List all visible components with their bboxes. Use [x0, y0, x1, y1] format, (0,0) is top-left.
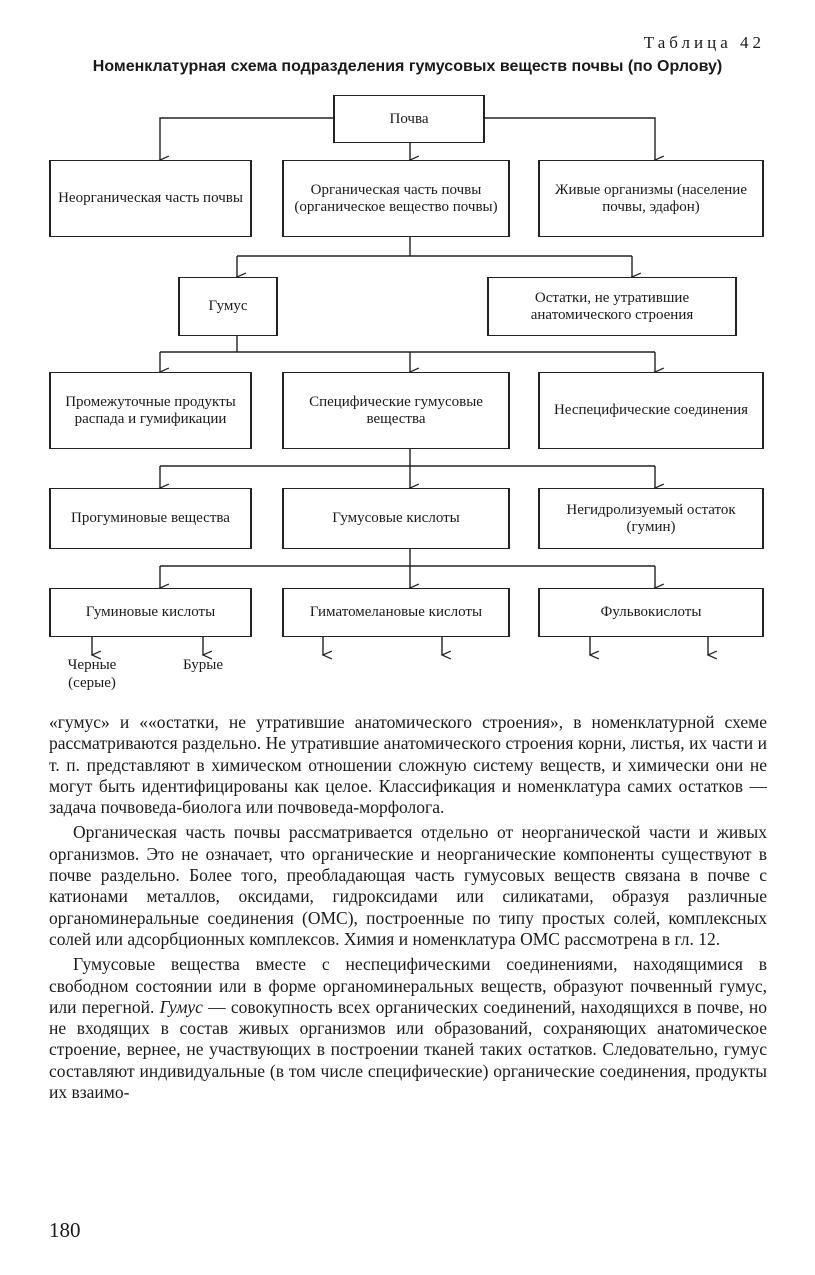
- node-fulvic-acids: Фульвокислоты: [538, 588, 764, 637]
- node-prohumin-substances: Прогуминовые вещества: [49, 488, 252, 549]
- node-hymatomelanic-acids: Гиматомелановые кислоты: [282, 588, 510, 637]
- scheme-connectors: [90, 117, 718, 660]
- body-text: «гумус» и ««остатки, не утратившие анато…: [49, 712, 767, 1103]
- paragraph-2: Органическая часть почвы рассматривается…: [49, 822, 767, 949]
- page-number: 180: [49, 1218, 81, 1242]
- node-humic-acids: Гумусовые кислоты: [282, 488, 510, 549]
- node-intermediate-products: Промежуточные продукты распада и гумифик…: [49, 372, 252, 449]
- leaf-brown: Бурые: [183, 657, 223, 673]
- node-living-organisms: Живые организмы (население почвы, эдафон…: [538, 160, 764, 237]
- leaf-black: Черные (серые): [67, 657, 117, 691]
- paragraph-3: Гумусовые вещества вместе с неспецифичес…: [49, 954, 767, 1103]
- node-inorganic-part: Неорганическая часть почвы: [49, 160, 252, 237]
- node-nonspecific-compounds: Неспецифические соединения: [538, 372, 764, 449]
- table-label: Таблица 42: [643, 33, 765, 52]
- node-soil: Почва: [333, 95, 485, 143]
- table-title: Номенклатурная схема подразделения гумус…: [92, 58, 723, 75]
- node-humin: Негидролизуемый остаток (гумин): [538, 488, 764, 549]
- node-specific-humic-substances: Специфические гумусовые вещества: [282, 372, 510, 449]
- node-residues: Остатки, не утратившие анатомического ст…: [487, 277, 737, 336]
- node-huminic-acids: Гуминовые кислоты: [49, 588, 252, 637]
- paragraph-3-rest: — совокупность всех органических соедине…: [49, 996, 767, 1103]
- term-humus: Гумус: [159, 996, 203, 1017]
- paragraph-3-start: Гумусовые вещества вместе с неспецифичес…: [49, 954, 767, 1017]
- node-humus: Гумус: [178, 277, 278, 336]
- paragraph-1: «гумус» и ««остатки, не утратившие анато…: [49, 712, 767, 818]
- node-organic-part: Органическая часть почвы (органическое в…: [282, 160, 510, 237]
